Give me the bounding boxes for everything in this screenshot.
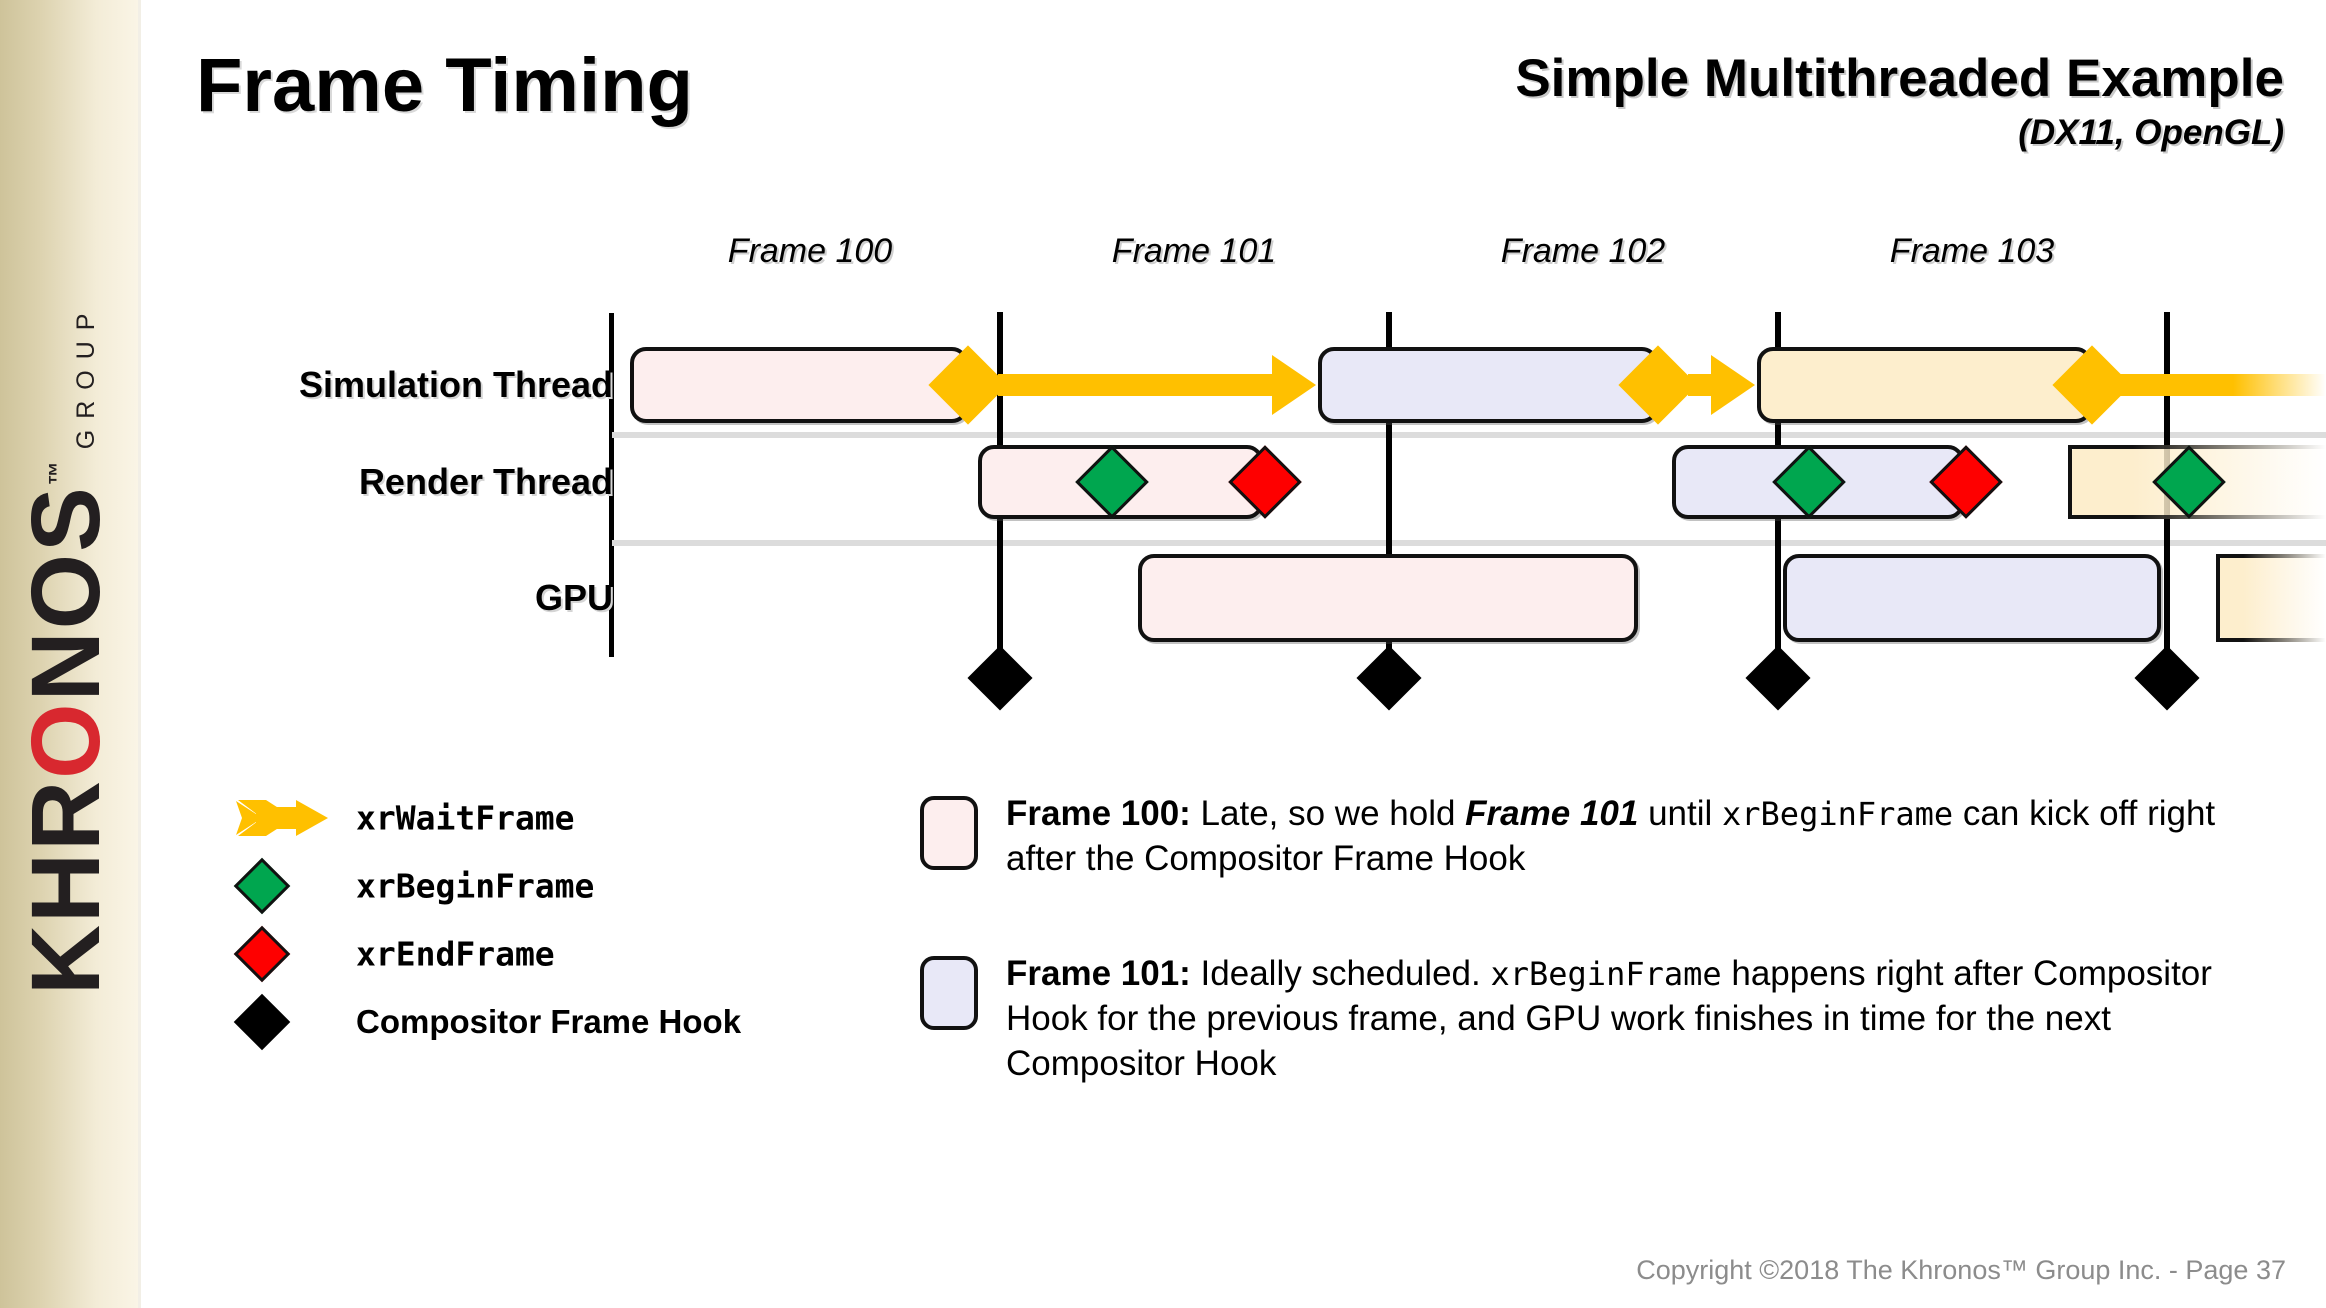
- timeline-block: [1138, 554, 1638, 642]
- page-subtitle: Simple Multithreaded Example (DX11, Open…: [1515, 48, 2284, 153]
- footer-copyright: Copyright ©2018 The Khronos™ Group Inc. …: [1636, 1255, 2286, 1285]
- diamond-marker-icon: [233, 925, 302, 994]
- legend-label: xrWaitFrame: [356, 798, 575, 838]
- frame-label: Frame 102: [1500, 232, 1666, 270]
- row-separator: [612, 540, 2326, 546]
- timeline-block: [1757, 347, 2092, 423]
- page-title: Frame Timing: [196, 43, 693, 128]
- timeline-block: [630, 347, 968, 423]
- diamond-marker-icon: [233, 993, 302, 1062]
- note-segment: can kick off right after the Compositor …: [1006, 794, 2216, 878]
- row-label-simulation-thread: Simulation Thread: [298, 364, 613, 405]
- note-swatch: [920, 796, 978, 870]
- diamond-marker-icon: [233, 857, 302, 926]
- note-segment: xrBeginFrame: [1490, 955, 1722, 993]
- note-frame-100: Frame 100: Late, so we hold Frame 101 un…: [920, 792, 2256, 882]
- block-edge: [2216, 554, 2220, 642]
- compositor-frame-hook-marker: [967, 645, 1033, 711]
- timeline-block: [1783, 554, 2161, 642]
- row-label-gpu: GPU: [534, 577, 613, 618]
- legend-label: xrBeginFrame: [356, 866, 595, 906]
- legend-label: Compositor Frame Hook: [356, 1003, 742, 1040]
- note-title: Frame 101:: [1006, 954, 1191, 993]
- compositor-frame-hook-marker: [2134, 645, 2200, 711]
- wait-arrow-shaft: [1688, 374, 1711, 396]
- subtitle-line-1: Simple Multithreaded Example: [1515, 49, 2284, 108]
- frame-label: Frame 100: [727, 232, 893, 270]
- timeline-block: [2216, 554, 2326, 642]
- block-edge: [2216, 554, 2326, 558]
- wait-arrow-head: [1272, 355, 1316, 415]
- note-segment: until: [1638, 794, 1722, 833]
- wait-arrow-tail: [2120, 374, 2326, 396]
- legend-label: xrEndFrame: [356, 934, 555, 974]
- note-title: Frame 100:: [1006, 794, 1191, 833]
- note-text: Frame 101: Ideally scheduled. xrBeginFra…: [1006, 952, 2256, 1086]
- compositor-frame-hook-marker: [1745, 645, 1811, 711]
- compositor-hook-line: [1386, 312, 1392, 682]
- block-edge: [2068, 515, 2326, 519]
- compositor-frame-hook-marker: [1356, 645, 1422, 711]
- row-label-render-thread: Render Thread: [358, 461, 613, 502]
- note-segment: Late, so we hold: [1190, 794, 1466, 833]
- timeline-block: [1318, 347, 1658, 423]
- arrow-marker-icon: [236, 800, 328, 836]
- wait-arrow-shaft: [998, 374, 1272, 396]
- timeline-axis: [609, 313, 614, 657]
- note-swatch: [920, 956, 978, 1030]
- brand-band-divider: [138, 0, 141, 1308]
- row-separator: [612, 432, 2326, 438]
- khronos-brand-band: [0, 0, 138, 1308]
- wait-arrow-head: [1711, 355, 1755, 415]
- note-segment: happens right after Compositor Hook for …: [1006, 954, 2212, 1083]
- note-segment: xrBeginFrame: [1722, 795, 1954, 833]
- note-text: Frame 100: Late, so we hold Frame 101 un…: [1006, 792, 2256, 882]
- frame-label: Frame 103: [1889, 232, 2055, 270]
- block-edge: [2068, 445, 2072, 519]
- frame-label: Frame 101: [1111, 232, 1277, 270]
- subtitle-line-2: (DX11, OpenGL): [2018, 113, 2284, 152]
- note-frame-101: Frame 101: Ideally scheduled. xrBeginFra…: [920, 952, 2256, 1086]
- note-segment: Frame 101: [1465, 794, 1639, 833]
- note-segment: Ideally scheduled.: [1190, 954, 1491, 993]
- block-edge: [2068, 445, 2326, 449]
- block-edge: [2216, 638, 2326, 642]
